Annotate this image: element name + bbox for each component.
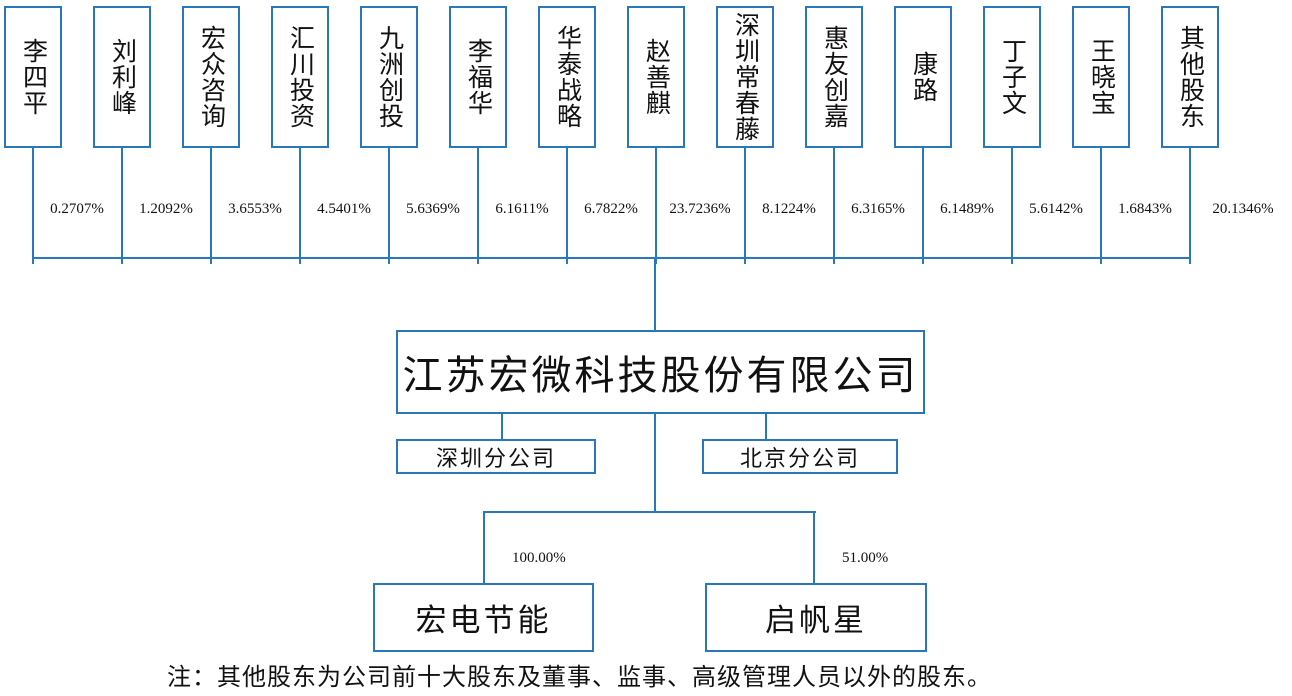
subsidiary-name: 启帆星 xyxy=(765,603,867,638)
shareholder-group: 丁子文 5.6142% xyxy=(983,6,1083,264)
shareholder-group: 汇川投资 4.5401% xyxy=(271,6,371,264)
connector-to-company xyxy=(654,257,656,332)
subsidiary-box-qifanxing: 启帆星 xyxy=(705,583,927,652)
shareholder-group: 九洲创投 5.6369% xyxy=(360,6,460,264)
ownership-percent: 3.6553% xyxy=(228,201,282,217)
connector-line xyxy=(210,148,212,264)
shareholder-name: 李福华 xyxy=(464,38,492,116)
shareholder-group: 王晓宝 1.6843% xyxy=(1072,6,1172,264)
connector-from-company xyxy=(654,411,656,513)
ownership-percent: 5.6142% xyxy=(1029,201,1083,217)
shareholder-name: 宏众咨询 xyxy=(197,25,225,129)
shareholder-box: 刘利峰 xyxy=(93,6,151,148)
subsidiary-name: 宏电节能 xyxy=(415,603,552,638)
connector-line xyxy=(388,148,390,264)
branch-name: 深圳分公司 xyxy=(435,445,556,471)
connector-line xyxy=(121,148,123,264)
ownership-percent: 1.2092% xyxy=(139,201,193,217)
shareholder-box: 其他股东 xyxy=(1161,6,1219,148)
shareholder-group: 李四平 0.2707% xyxy=(4,6,104,264)
shareholder-box: 王晓宝 xyxy=(1072,6,1130,148)
shareholder-group: 宏众咨询 3.6553% xyxy=(182,6,282,264)
shareholder-name: 汇川投资 xyxy=(286,25,314,129)
branch-box-beijing: 北京分公司 xyxy=(702,439,898,474)
shareholder-group: 刘利峰 1.2092% xyxy=(93,6,193,264)
connector-to-shenzhen-branch xyxy=(501,412,503,440)
shareholder-name: 刘利峰 xyxy=(108,38,136,116)
connector-line xyxy=(566,148,568,264)
connector-line xyxy=(655,148,657,264)
shareholder-name: 深圳常春藤 xyxy=(731,12,759,142)
branch-box-shenzhen: 深圳分公司 xyxy=(396,439,596,474)
connector-line xyxy=(1189,148,1191,264)
shareholder-box: 华泰战略 xyxy=(538,6,596,148)
connector-line xyxy=(477,148,479,264)
connector-to-subsidiary-right xyxy=(813,511,815,584)
shareholder-name: 九洲创投 xyxy=(375,25,403,129)
shareholder-name: 王晓宝 xyxy=(1087,38,1115,116)
shareholder-name: 赵善麒 xyxy=(642,38,670,116)
ownership-percent: 5.6369% xyxy=(406,201,460,217)
shareholder-box: 宏众咨询 xyxy=(182,6,240,148)
connector-line xyxy=(1011,148,1013,264)
company-name: 江苏宏微科技股份有限公司 xyxy=(402,353,919,398)
ownership-percent: 6.1489% xyxy=(940,201,994,217)
connector-to-subsidiary-left xyxy=(483,511,485,584)
note-text: 注：其他股东为公司前十大股东及董事、监事、高级管理人员以外的股东。 xyxy=(167,665,992,691)
shareholder-group: 深圳常春藤 8.1224% xyxy=(716,6,816,264)
connector-line xyxy=(833,148,835,264)
shareholder-name: 其他股东 xyxy=(1176,25,1204,129)
ownership-percent: 8.1224% xyxy=(762,201,816,217)
connector-line xyxy=(744,148,746,264)
connector-line xyxy=(32,148,34,264)
shareholder-box: 赵善麒 xyxy=(627,6,685,148)
shareholder-name: 李四平 xyxy=(19,38,47,116)
ownership-percent: 6.1611% xyxy=(495,201,549,217)
ownership-percent: 0.2707% xyxy=(50,201,104,217)
shareholder-box: 丁子文 xyxy=(983,6,1041,148)
connector-line xyxy=(1100,148,1102,264)
ownership-percent: 4.5401% xyxy=(317,201,371,217)
ownership-percent: 6.7822% xyxy=(584,201,638,217)
ownership-percent: 1.6843% xyxy=(1118,201,1172,217)
subsidiary-box-hongdian-jieneng: 宏电节能 xyxy=(373,583,594,652)
shareholder-name: 康路 xyxy=(909,51,937,103)
shareholder-box: 汇川投资 xyxy=(271,6,329,148)
subsidiaries-bus-line xyxy=(483,511,816,513)
shareholder-box: 深圳常春藤 xyxy=(716,6,774,148)
shareholder-name: 华泰战略 xyxy=(553,25,581,129)
shareholder-box: 惠友创嘉 xyxy=(805,6,863,148)
shareholder-box: 李福华 xyxy=(449,6,507,148)
shareholder-group: 赵善麒 23.7236% xyxy=(627,6,731,264)
shareholder-box: 九洲创投 xyxy=(360,6,418,148)
shareholder-name: 丁子文 xyxy=(998,38,1026,116)
subsidiary-percent: 100.00% xyxy=(512,550,566,566)
shareholders-bus-line xyxy=(33,257,1189,259)
shareholder-box: 李四平 xyxy=(4,6,62,148)
shareholder-group: 康路 6.1489% xyxy=(894,6,994,264)
shareholder-box: 康路 xyxy=(894,6,952,148)
subsidiary-percent: 51.00% xyxy=(842,550,889,566)
shareholder-group: 李福华 6.1611% xyxy=(449,6,549,264)
shareholder-name: 惠友创嘉 xyxy=(820,25,848,129)
connector-to-beijing-branch xyxy=(765,412,767,440)
ownership-percent: 23.7236% xyxy=(669,201,731,217)
connector-line xyxy=(299,148,301,264)
ownership-percent: 6.3165% xyxy=(851,201,905,217)
ownership-percent: 20.1346% xyxy=(1212,201,1274,217)
shareholder-group: 华泰战略 6.7822% xyxy=(538,6,638,264)
shareholder-group: 惠友创嘉 6.3165% xyxy=(805,6,905,264)
connector-line xyxy=(922,148,924,264)
company-box: 江苏宏微科技股份有限公司 xyxy=(396,330,925,414)
branch-name: 北京分公司 xyxy=(739,445,860,471)
shareholder-group: 其他股东 20.1346% xyxy=(1161,6,1274,264)
